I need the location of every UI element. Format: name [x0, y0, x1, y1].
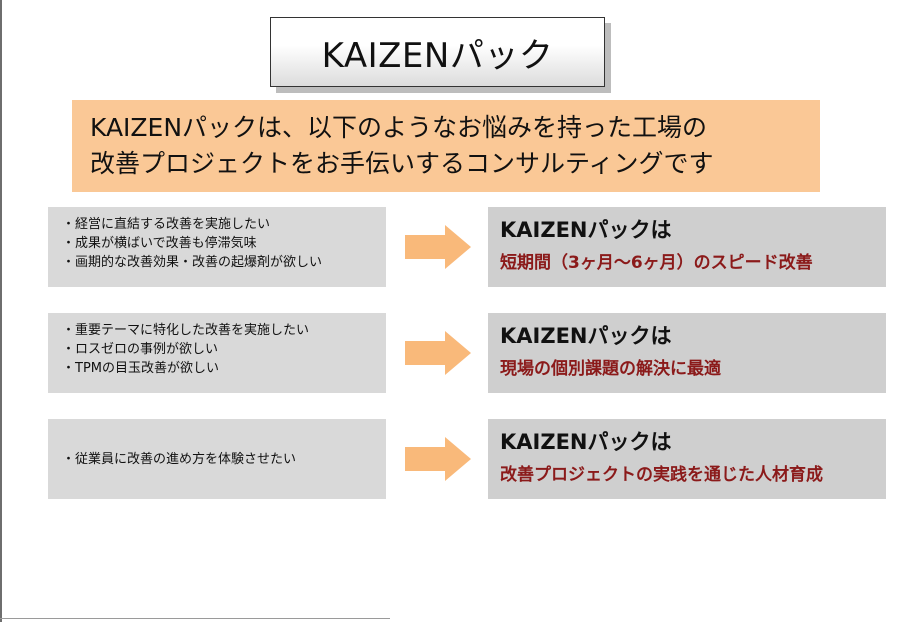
problem-box-3: ・従業員に改善の進め方を体験させたい: [48, 419, 386, 499]
right-arrow-icon: [405, 437, 471, 481]
solution-heading: KAIZENパックは: [500, 430, 672, 454]
solution-box-3: KAIZENパックは 改善プロジェクトの実践を通じた人材育成: [488, 419, 886, 499]
problem-box-2: ・重要テーマに特化した改善を実施したい ・ロスゼロの事例が欲しい ・TPMの目玉…: [48, 313, 386, 393]
problem-item: ・経営に直結する改善を実施したい: [62, 217, 271, 232]
problem-box-1: ・経営に直結する改善を実施したい ・成果が横ばいで改善も停滞気味 ・画期的な改善…: [48, 207, 386, 287]
problem-item: ・TPMの目玉改善が欲しい: [62, 361, 219, 376]
solution-text: 現場の個別課題の解決に最適: [500, 359, 721, 379]
intro-line-1: KAIZENパックは、以下のようなお悩みを持った工場の: [90, 113, 708, 142]
solution-box-2: KAIZENパックは 現場の個別課題の解決に最適: [488, 313, 886, 393]
problem-item: ・従業員に改善の進め方を体験させたい: [62, 451, 297, 467]
right-arrow-icon: [405, 225, 471, 269]
page-title: KAIZENパック: [321, 35, 554, 76]
intro-line-2: 改善プロジェクトをお手伝いするコンサルティングです: [90, 149, 714, 178]
problem-item: ・重要テーマに特化した改善を実施したい: [62, 323, 310, 338]
solution-heading: KAIZENパックは: [500, 324, 672, 348]
problem-item: ・成果が横ばいで改善も停滞気味: [62, 236, 257, 251]
problem-item: ・画期的な改善効果・改善の起爆剤が欲しい: [62, 255, 323, 270]
title-box: KAIZENパック: [270, 17, 605, 87]
intro-box: KAIZENパックは、以下のようなお悩みを持った工場の 改善プロジェクトをお手伝…: [72, 100, 820, 192]
solution-text: 短期間（3ヶ月～6ヶ月）のスピード改善: [500, 253, 813, 273]
slide-left-border: [0, 0, 2, 622]
solution-box-1: KAIZENパックは 短期間（3ヶ月～6ヶ月）のスピード改善: [488, 207, 886, 287]
solution-heading: KAIZENパックは: [500, 218, 672, 242]
solution-text: 改善プロジェクトの実践を通じた人材育成: [500, 465, 823, 485]
problem-item: ・ロスゼロの事例が欲しい: [62, 342, 219, 357]
slide-bottom-line: [0, 618, 390, 619]
right-arrow-icon: [405, 331, 471, 375]
